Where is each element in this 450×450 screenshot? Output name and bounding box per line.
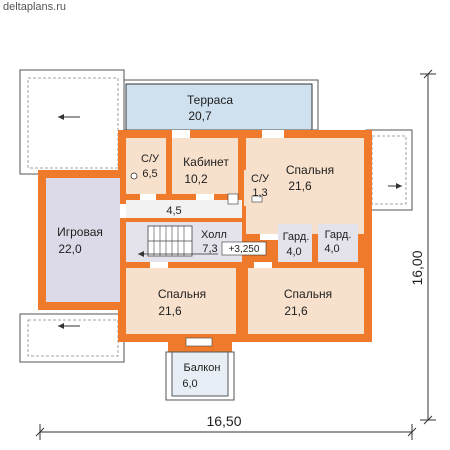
playroom-floor [46, 178, 120, 302]
playroom-door [120, 204, 126, 218]
wardrobe1-label: Гард. [283, 231, 310, 243]
corridor-floor [126, 200, 242, 218]
bath2-sink-icon [251, 195, 263, 203]
playroom-area-label: 22,0 [58, 242, 82, 256]
staircase [147, 225, 193, 257]
width-dimension-label: 16,50 [206, 413, 241, 429]
balcony-area-label: 6,0 [182, 378, 197, 390]
office-floor [172, 138, 238, 194]
hall-level-label: +3,250 [229, 244, 260, 255]
wardrobe2-label: Гард. [325, 229, 352, 241]
level-mark-box [221, 241, 267, 256]
left-deck-inner [27, 77, 119, 169]
office-door [196, 194, 214, 200]
bedroom1-label: Спальня [286, 163, 334, 177]
width-dimension [35, 424, 417, 440]
watermark: deltaplans.ru [3, 1, 66, 13]
balcony-floor [171, 351, 229, 397]
bedroom2-area-label: 21,6 [158, 304, 182, 318]
bedroom3-door [254, 262, 272, 268]
bath2-label: С/У [251, 173, 270, 185]
bedroom2-floor [126, 268, 236, 334]
corridor-window-icon [227, 193, 239, 205]
bath1-door [140, 194, 156, 200]
hall-label: Холл [201, 229, 227, 241]
terrace-area [125, 83, 313, 131]
wardrobe1-area-label: 4,0 [286, 246, 301, 258]
height-dimension-label: 16,00 [409, 250, 425, 285]
balcony-label: Балкон [184, 362, 221, 374]
balcony-rail [165, 351, 235, 401]
left-deck [19, 69, 125, 175]
wardrobe2-area-label: 4,0 [324, 243, 339, 255]
terrace-label: Терраса [187, 93, 233, 107]
right-deck [365, 129, 413, 211]
bath1-label: С/У [141, 153, 160, 165]
terrace-area-label: 20,7 [188, 109, 212, 123]
wardrobe1-floor [278, 224, 312, 262]
height-dimension [420, 69, 436, 425]
right-deck-arrowhead [396, 183, 402, 189]
office-area-label: 10,2 [184, 172, 208, 186]
bedroom3-label: Спальня [284, 287, 332, 301]
bedroom1-door [260, 234, 278, 240]
stair-arrowhead [138, 251, 144, 257]
bath1-toilet-icon [130, 172, 138, 180]
bedroom3-area-label: 21,6 [284, 304, 308, 318]
office-label: Кабинет [183, 155, 229, 169]
bath1-floor [126, 138, 166, 194]
corridor-area-label: 4,5 [166, 205, 181, 217]
bedroom2-label: Спальня [158, 287, 206, 301]
balcony-door [185, 337, 213, 347]
hall-area-label: 7,3 [202, 243, 217, 255]
playroom-label: Игровая [57, 225, 103, 239]
wardrobe2-floor [318, 224, 358, 262]
left-lower-deck [19, 313, 125, 363]
bedroom2-door [150, 262, 168, 268]
terrace-door-left [172, 130, 190, 138]
bedroom3-floor [248, 268, 364, 334]
left-lower-arrowhead [58, 323, 64, 329]
bedroom1-area-label: 21,6 [288, 179, 312, 193]
bath1-area-label: 6,5 [142, 168, 157, 180]
balcony-wall [168, 342, 232, 352]
bath2-area-label: 1,3 [252, 187, 267, 199]
left-deck-arrowhead [58, 114, 64, 120]
terrace-door [262, 130, 284, 138]
